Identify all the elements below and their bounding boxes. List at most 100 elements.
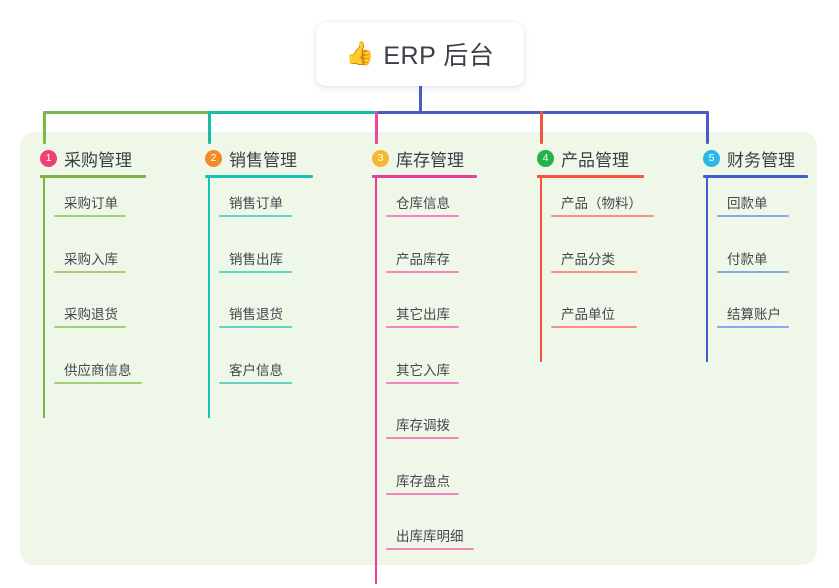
leaf-item-label: 出库库明细 [396,529,464,544]
leaf-item[interactable]: 客户信息 [219,359,292,384]
branch-column-5: 5 财务管理回款单付款单结算账户 [703,145,808,362]
branch-title: 产品管理 [561,150,629,170]
leaf-item-label: 客户信息 [229,362,283,378]
leaf-item-label: 产品（物料） [561,196,642,211]
leaf-item-label: 供应商信息 [64,362,132,378]
leaf-item[interactable]: 销售退货 [219,303,292,328]
branch-number-badge: 2 [205,149,222,167]
leaf-item-label: 产品单位 [561,307,615,322]
connector-bus-segment-1 [44,111,209,114]
leaf-item[interactable]: 回款单 [717,192,789,217]
leaf-item-rule [219,215,292,217]
leaf-item[interactable]: 仓库信息 [386,192,459,217]
branch-header-rule [703,175,808,178]
leaf-item-label: 产品分类 [561,251,615,267]
leaf-item-label: 销售订单 [229,196,283,211]
branch-spine [208,178,210,418]
leaf-item-rule [54,326,126,328]
leaf-item-rule [551,326,637,328]
leaf-item[interactable]: 付款单 [717,248,789,273]
leaf-item-label: 采购订单 [64,196,118,211]
branch-title: 财务管理 [727,150,795,170]
leaf-item[interactable]: 其它入库 [386,359,459,384]
branch-number-badge: 4 [537,149,554,167]
leaf-item[interactable]: 销售订单 [219,192,292,217]
leaf-item-rule [386,437,459,439]
leaf-item[interactable]: 产品（物料） [551,192,654,217]
leaf-item-label: 销售退货 [229,307,283,322]
branch-header-1[interactable]: 1 采购管理 [40,145,132,171]
branch-column-4: 4 产品管理产品（物料） 产品分类产品单位 [537,145,654,362]
leaf-item-rule [551,270,637,273]
leaf-item[interactable]: 产品单位 [551,303,637,328]
leaf-item-label: 结算账户 [727,307,781,322]
leaf-item-label: 采购退货 [64,307,118,322]
leaf-item-rule [219,381,292,384]
connector-drop-4 [540,111,543,144]
branch-number-badge: 3 [372,149,389,167]
leaf-item-rule [386,215,459,217]
branch-header-5[interactable]: 5 财务管理 [703,145,795,171]
leaf-item-rule [717,215,789,217]
branch-spine [375,178,377,584]
leaf-item-label: 销售出库 [229,251,283,267]
branch-header-rule [537,175,644,178]
leaf-item[interactable]: 采购退货 [54,303,126,328]
leaf-item-rule [386,326,459,328]
leaf-item-rule [219,270,292,273]
leaf-item-label: 库存调拨 [396,418,450,433]
leaf-item-rule [54,215,126,217]
leaf-item[interactable]: 库存调拨 [386,414,459,439]
connector-drop-1 [43,111,46,144]
branch-header-rule [40,175,146,178]
leaf-item-rule [54,381,142,384]
leaf-item-rule [54,270,126,273]
branch-title: 采购管理 [64,150,132,170]
leaf-item[interactable]: 结算账户 [717,303,789,328]
leaf-item-label: 其它出库 [396,307,450,322]
leaf-item-rule [717,326,789,328]
leaf-item-rule [717,270,789,273]
leaf-item-label: 付款单 [727,251,768,267]
branch-column-1: 1 采购管理采购订单采购入库采购退货供应商信息 [40,145,146,418]
leaf-item-rule [219,326,292,328]
leaf-item[interactable]: 产品库存 [386,248,459,273]
leaf-item[interactable]: 采购订单 [54,192,126,217]
branch-spine [540,178,542,362]
connector-bus-segment-2 [209,111,376,114]
leaf-item-label: 产品库存 [396,251,450,267]
branch-header-4[interactable]: 4 产品管理 [537,145,629,171]
leaf-item-label: 采购入库 [64,251,118,267]
root-node-label: ERP 后台 [383,42,495,70]
branch-header-rule [372,175,477,178]
branch-header-2[interactable]: 2 销售管理 [205,145,297,171]
branch-header-rule [205,175,313,178]
branch-column-2: 2 销售管理销售订单销售出库销售退货客户信息 [205,145,313,418]
leaf-item-label: 回款单 [727,196,768,211]
leaf-item[interactable]: 产品分类 [551,248,637,273]
branch-spine [706,178,708,362]
leaf-item[interactable]: 销售出库 [219,248,292,273]
leaf-item[interactable]: 供应商信息 [54,359,142,384]
leaf-item-rule [386,381,459,384]
leaf-item-rule [386,548,474,550]
root-node[interactable]: 👍 ERP 后台 [316,22,524,86]
connector-drop-5 [706,111,709,144]
branch-number-badge: 5 [703,149,720,167]
branch-spine [43,178,45,418]
leaf-item[interactable]: 采购入库 [54,248,126,273]
leaf-item[interactable]: 其它出库 [386,303,459,328]
leaf-item[interactable]: 库存盘点 [386,470,459,495]
connector-drop-2 [208,111,211,144]
leaf-item-rule [386,270,459,273]
thumbs-up-icon: 👍 [345,40,375,67]
leaf-item-rule [386,492,459,495]
leaf-item-label: 其它入库 [396,362,450,378]
branch-number-badge: 1 [40,149,57,167]
leaf-item[interactable]: 出库库明细 [386,525,474,550]
branch-title: 销售管理 [229,150,297,170]
leaf-item-rule [551,215,654,217]
